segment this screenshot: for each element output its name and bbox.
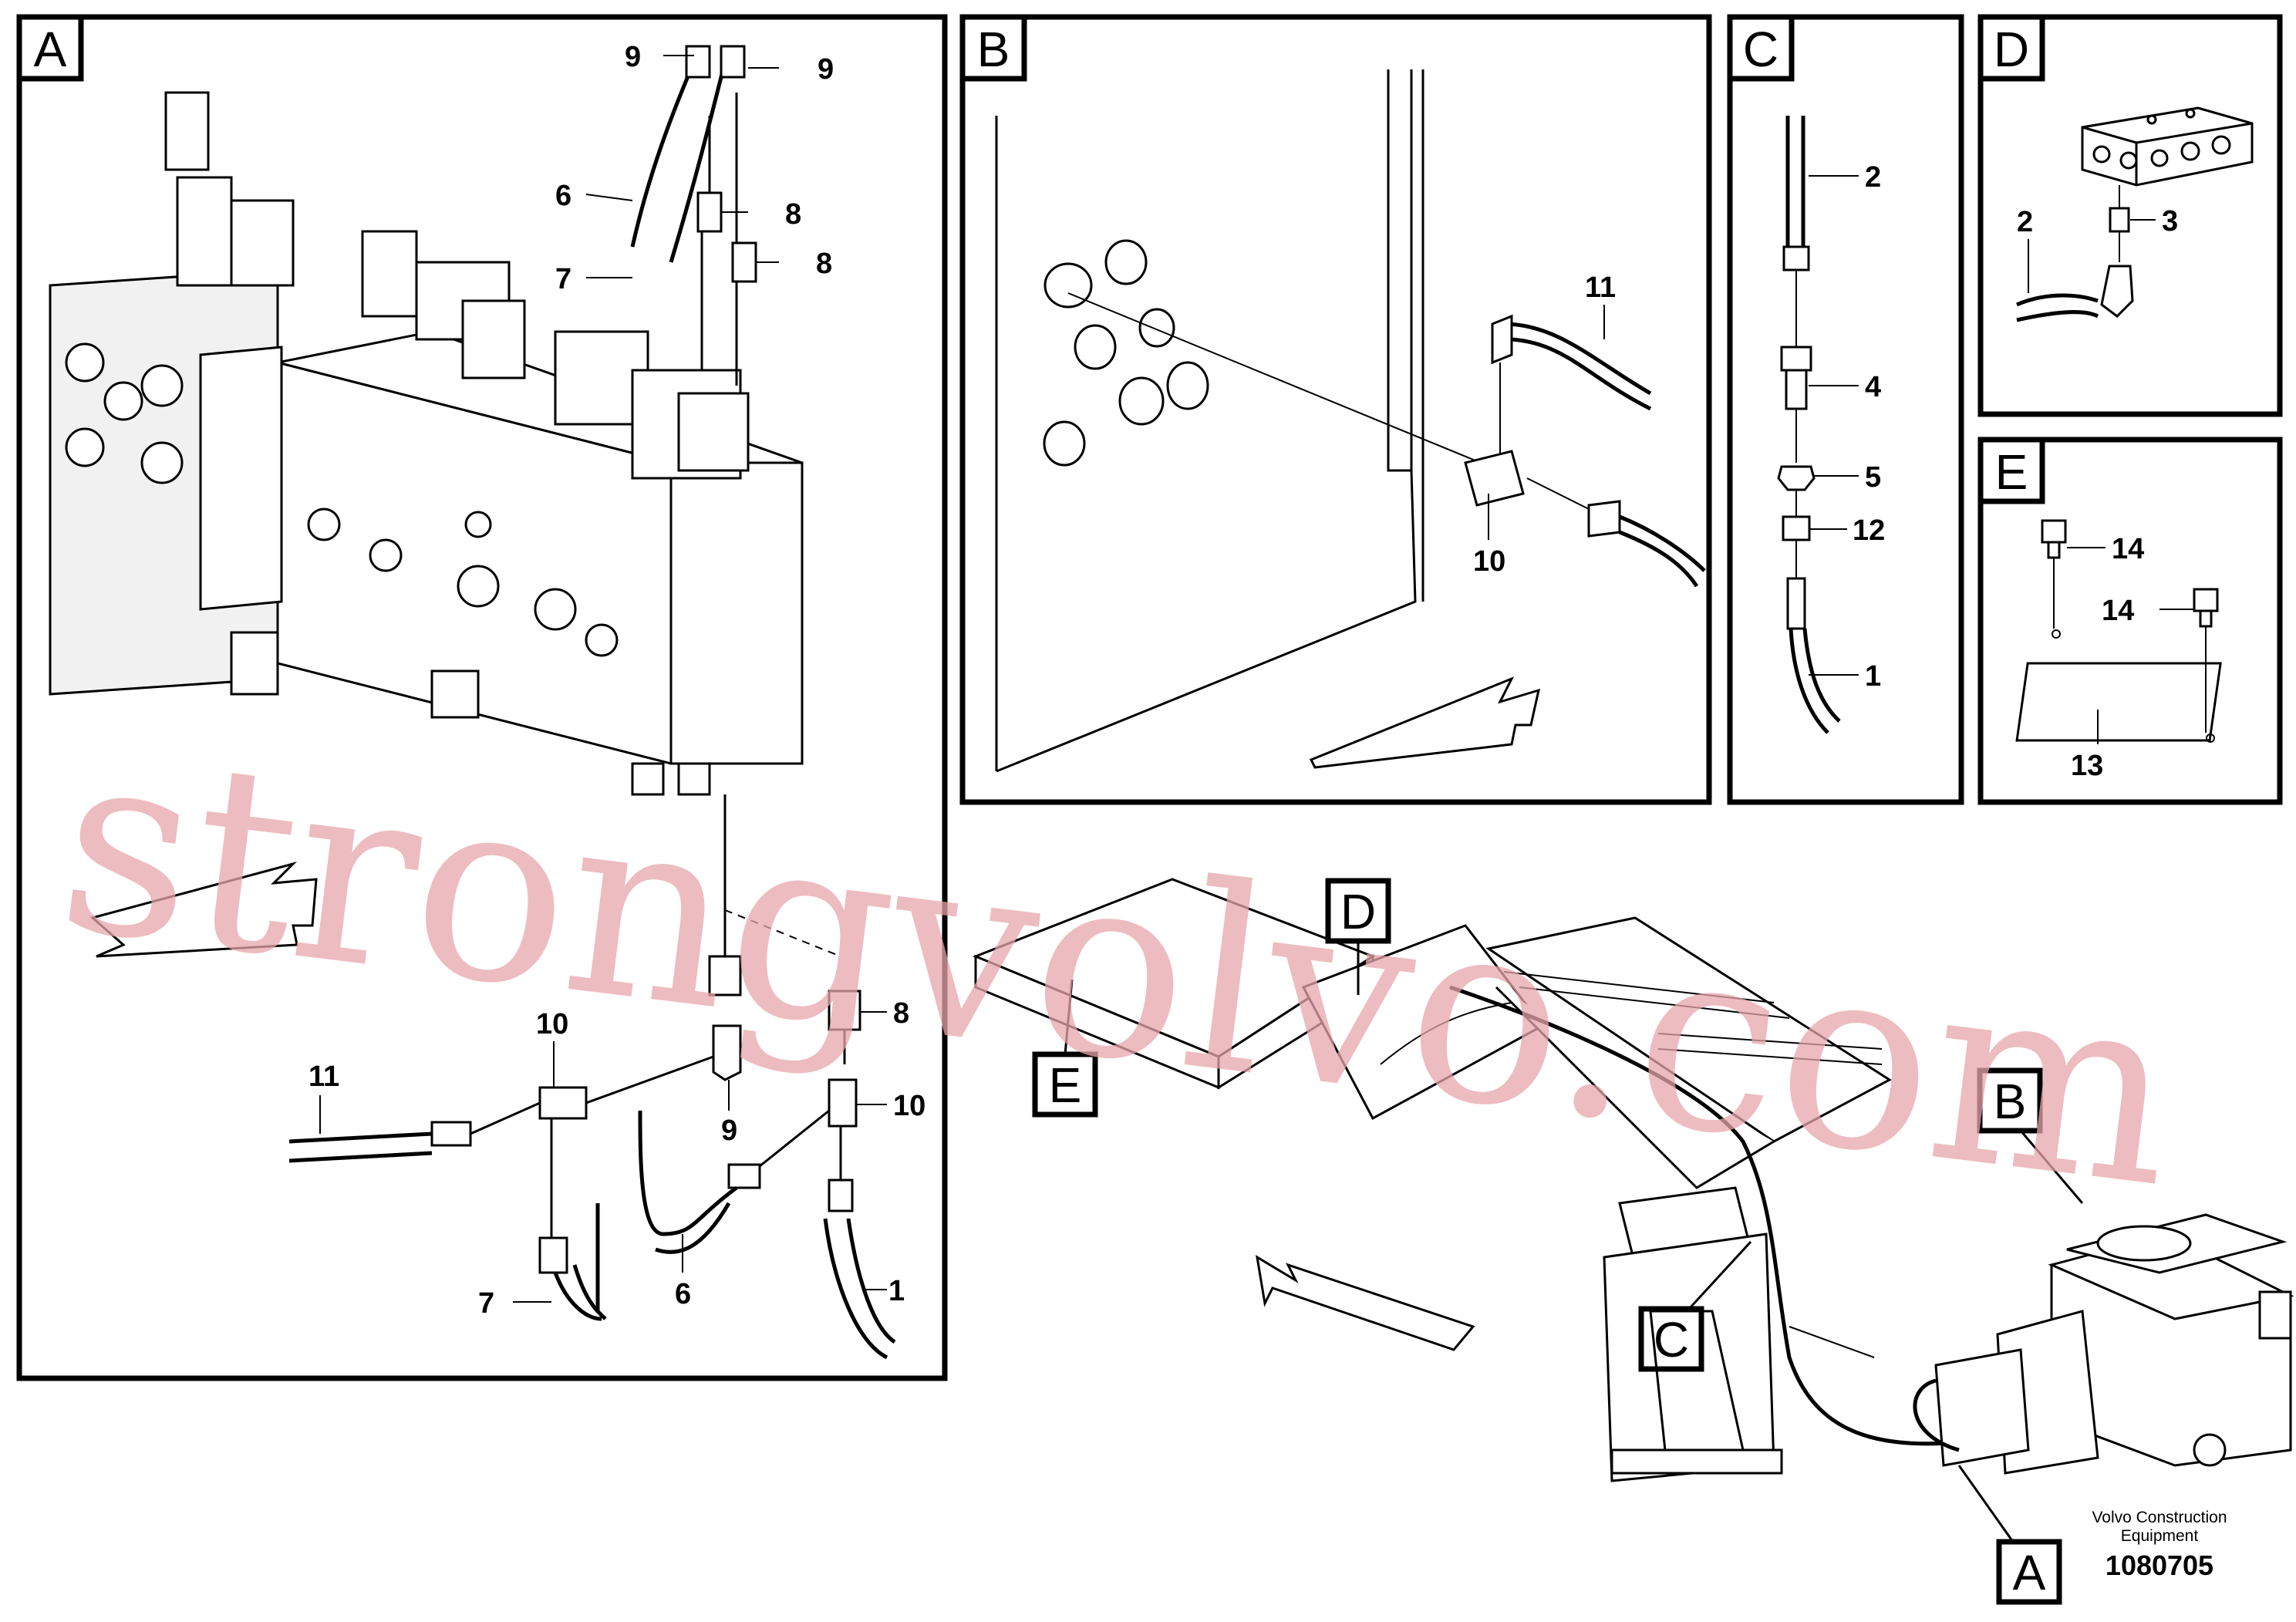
part-label: 11 [308, 1061, 339, 1093]
watermark: strongvolvo.com [46, 691, 2190, 1244]
detail-panel-d: D 2 3 [1977, 14, 2283, 417]
svg-text:A: A [2013, 1545, 2046, 1600]
overview-callout-d: D [1325, 878, 1391, 995]
overview-callout-e: E [1032, 979, 1098, 1118]
svg-text:B: B [1994, 1074, 2027, 1129]
part-label: 2 [2017, 206, 2033, 238]
cover-plate [2015, 629, 2222, 743]
bulkhead-fittings [1043, 239, 1209, 467]
part-label: 11 [1585, 271, 1616, 304]
part-label: 4 [1865, 371, 1881, 403]
part-label: 14 [2102, 595, 2134, 627]
machine-overview [972, 878, 2294, 1482]
manifold-block [2081, 106, 2254, 187]
part-label: 12 [1853, 514, 1885, 547]
title-block: Volvo Construction Equipment 1080705 [2092, 1509, 2227, 1581]
part-label: 5 [1865, 461, 1881, 494]
detail-panel-c: C 2 4 5 12 1 [1727, 14, 1964, 805]
part-label: 1 [1865, 660, 1881, 693]
overview-callout-b: B [1977, 1067, 2084, 1204]
manufacturer-line-2: Equipment [2121, 1527, 2199, 1545]
part-label: 3 [2162, 205, 2178, 238]
part-label: 9 [625, 41, 641, 73]
panel-d-letter: D [1994, 22, 2029, 77]
detail-panel-e: E 14 14 13 [1977, 437, 2283, 805]
part-label: 9 [818, 53, 834, 86]
panel-e-letter: E [1995, 444, 2028, 500]
overview-callout-a: A [1957, 1465, 2062, 1605]
part-label: 14 [2112, 533, 2144, 565]
part-label: 1 [888, 1275, 905, 1307]
direction-arrow [89, 862, 318, 958]
panel-c-letter: C [1743, 22, 1778, 77]
panel-a-letter: A [34, 22, 67, 77]
control-valve-assembly [49, 91, 804, 796]
part-label: 7 [478, 1287, 494, 1320]
detail-panel-a: A [16, 14, 948, 1381]
part-label: 6 [555, 180, 571, 212]
part-label: 7 [555, 263, 571, 295]
part-label: 8 [785, 198, 801, 231]
part-label: 8 [893, 997, 909, 1030]
part-label: 13 [2071, 750, 2103, 782]
part-label: 10 [893, 1090, 925, 1122]
part-label: 10 [536, 1008, 568, 1040]
part-label: 2 [1865, 161, 1881, 194]
panel-b-letter: B [977, 22, 1010, 77]
drawing-number: 1080705 [2106, 1549, 2213, 1581]
part-label: 10 [1473, 545, 1505, 578]
svg-text:D: D [1340, 884, 1376, 939]
svg-text:E: E [1049, 1057, 1082, 1113]
overview-callout-c: C [1638, 1240, 1752, 1372]
panel-a-part-labels: 9 9 6 8 7 8 8 11 10 10 9 7 6 1 [308, 41, 925, 1320]
detail-panel-b: B 11 10 [959, 14, 1712, 805]
part-label: 9 [721, 1114, 737, 1147]
manufacturer-line-1: Volvo Construction [2092, 1509, 2227, 1526]
part-label: 6 [675, 1278, 691, 1310]
part-label: 8 [816, 248, 832, 280]
direction-arrow [1309, 676, 1541, 769]
svg-text:C: C [1654, 1312, 1689, 1367]
direction-arrow [1255, 1255, 1475, 1351]
